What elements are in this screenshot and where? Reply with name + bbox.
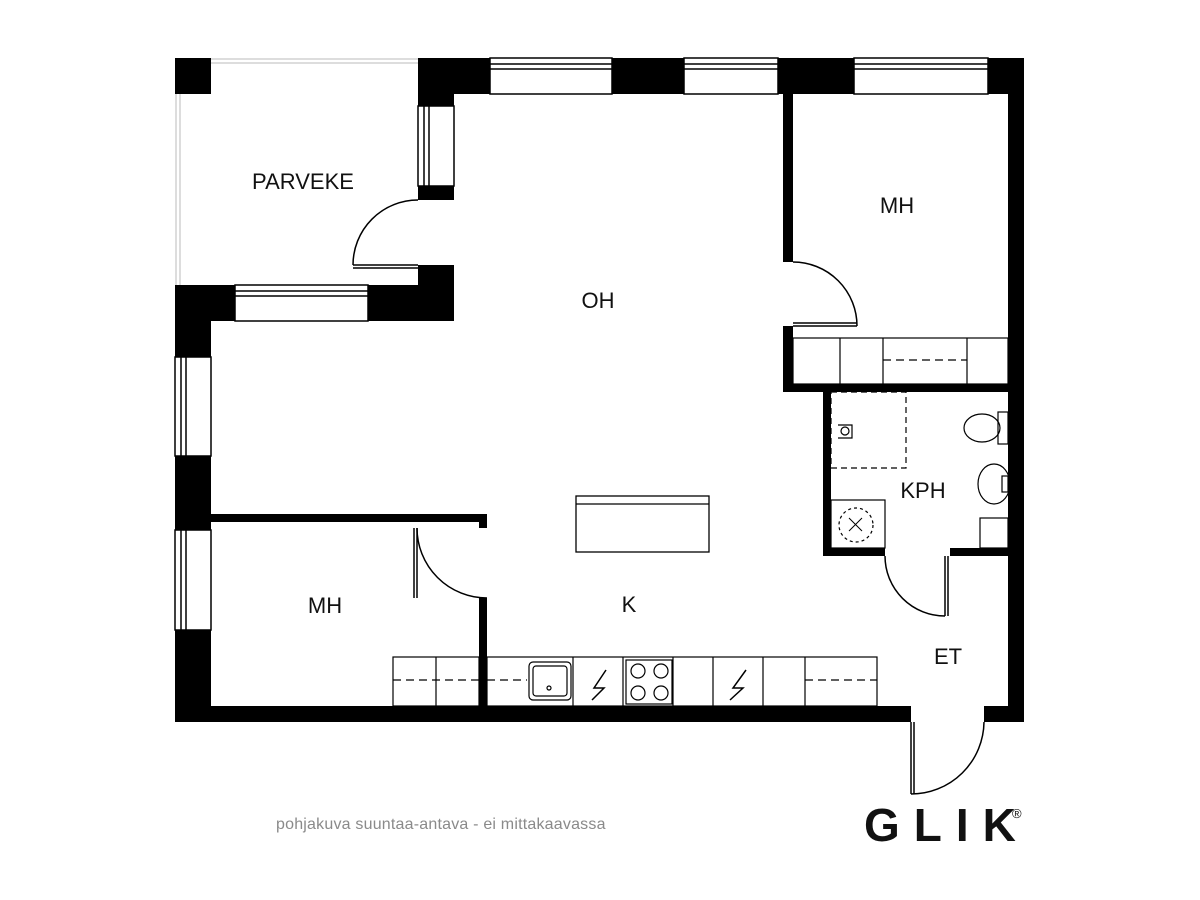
oven-icon: [729, 669, 747, 701]
laundry-area: [830, 391, 907, 469]
toilet-icon: [963, 411, 1009, 445]
windows: [174, 57, 989, 631]
sink-icon: [528, 661, 572, 701]
kitchen-island: [575, 495, 710, 553]
exterior-walls: [175, 58, 1024, 722]
disclaimer-caption: pohjakuva suuntaa-antava - ei mittakaava…: [276, 816, 606, 833]
shower-drain-icon: [830, 499, 886, 549]
room-label-mh-west: MH: [308, 593, 342, 618]
sink-icon: [977, 463, 1011, 505]
brand-logo: GLIK: [864, 799, 1030, 851]
room-label-kph: KPH: [900, 478, 945, 503]
room-label-mh-east: MH: [880, 193, 914, 218]
shower-head-icon: [838, 424, 853, 439]
stove-icon: [625, 659, 673, 705]
wardrobe-row: [792, 337, 1009, 385]
room-label-parveke: PARVEKE: [252, 169, 354, 194]
room-label-et: ET: [934, 644, 962, 669]
doors: [352, 199, 985, 795]
room-label-k: K: [622, 592, 637, 617]
room-labels: PARVEKE OH MH KPH MH K ET: [252, 169, 962, 669]
kitchen-counter: [392, 656, 878, 707]
bathroom-fixtures: [830, 391, 1011, 549]
dishwasher-icon: [591, 669, 607, 701]
registered-mark: ®: [1012, 806, 1022, 821]
balcony-railing: [175, 58, 418, 285]
interior-walls: [211, 94, 1008, 706]
bath-cabinet: [979, 517, 1009, 549]
room-label-oh: OH: [582, 288, 615, 313]
